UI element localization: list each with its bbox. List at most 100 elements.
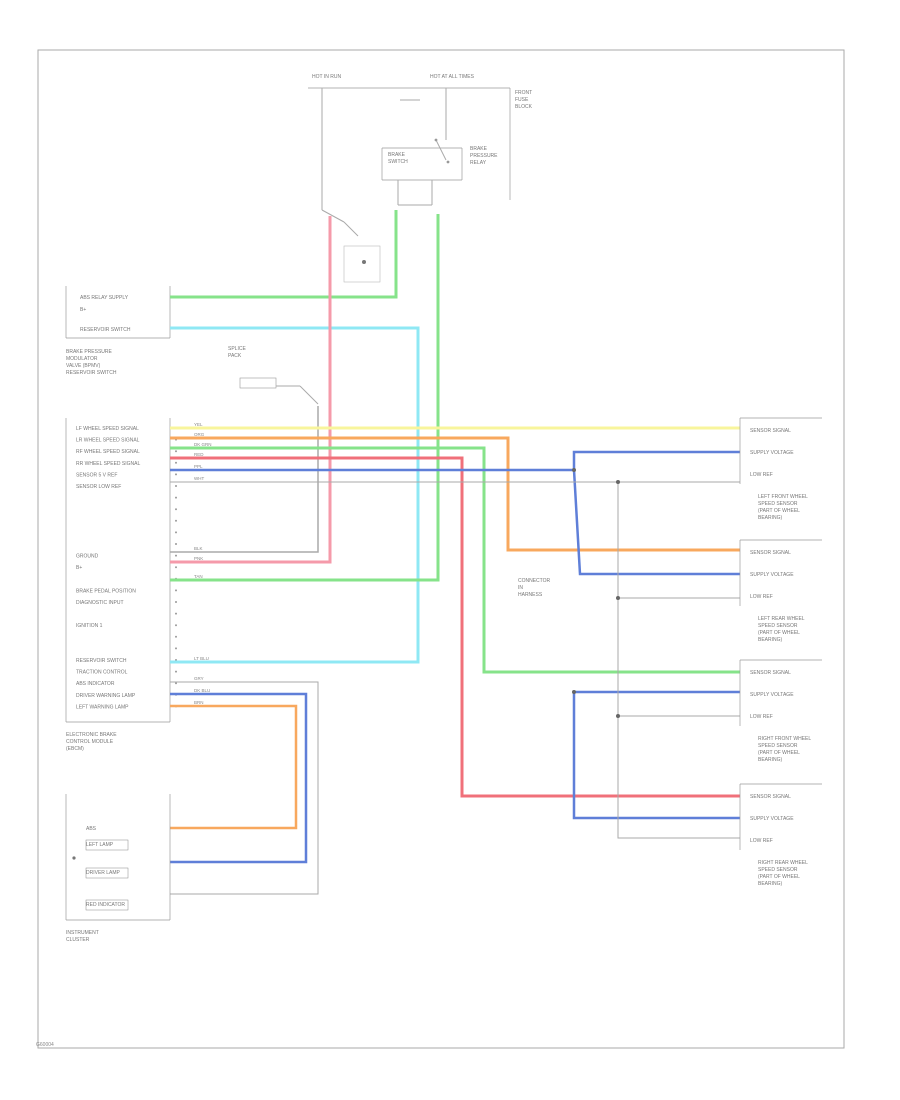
sensor-pin-label: LOW REF [750,714,773,720]
wheel-speed-sensor: SENSOR SIGNAL SUPPLY VOLTAGE LOW REF RIGHT … [739,659,822,763]
sensor-caption: BEARING) [758,515,783,521]
colored-wires [170,210,740,895]
ebcm-pin-terminal [175,485,177,487]
bpmv-pin-1: B+ [80,307,86,313]
ebcm-pin-terminal [175,635,177,638]
ebcm-pin-terminal [175,589,177,592]
instrument-cluster: ABS LEFT LAMP DRIVER LAMP RED INDICATOR … [65,794,171,943]
ebcm-pin-label: TRACTION CONTROL [76,670,128,676]
wire-orange-left [170,704,298,830]
ebcm-pin-label: LR WHEEL SPEED SIGNAL [76,438,140,444]
brake-pressure-relay: BRAKE PRESSURE RELAY [343,146,498,283]
sensor-pin-label: LOW REF [750,594,773,600]
ebcm-pin-terminal [175,508,177,511]
wire-green-bplus [170,210,398,299]
wheel-speed-sensors: SENSOR SIGNAL SUPPLY VOLTAGE LOW REF LEFT F… [739,417,822,887]
ebcm-pin-label: B+ [76,565,82,571]
cluster-caption-1: CLUSTER [66,937,90,943]
sensor-pin-label: LOW REF [750,838,773,844]
wire-green-rf [170,446,740,674]
ebcm-pin-terminal [175,612,177,615]
ebcm-pin-terminal [175,566,177,569]
ebcm-pin-label: RF WHEEL SPEED SIGNAL [76,449,140,455]
fuse-block-side-0: FRONT [515,90,532,96]
ebcm-pin-terminal [175,682,177,685]
wire-orange-lr [170,436,740,552]
fuse-block-label-left: HOT IN RUN [312,74,341,80]
bpmv-module: ABS RELAY SUPPLY B+ RESERVOIR SWITCH BRA… [65,286,171,376]
sensor-caption: BEARING) [758,881,783,887]
wire-color-labels: YEL ORG DK GRN RED BLK PNK TAN LT BLU DK… [194,422,212,705]
ebcm-pin-terminal [175,647,177,650]
ebcm-pin-label: IGNITION 1 [76,623,103,629]
fuse-block-side-2: BLOCK [515,104,533,110]
ebcm-pin-terminal [175,473,177,476]
brake-switch-label-1: SWITCH [388,159,408,165]
sensor-pin-label: SUPPLY VOLTAGE [750,816,794,822]
wire-label-ppl: PPL [194,464,203,469]
wire-green-ignition [170,214,440,582]
fuse-block: HOT IN RUN HOT AT ALL TIMES FRONT FUSE B… [308,74,533,210]
sensor-pin-label: SENSOR SIGNAL [750,670,791,676]
ebcm-pin-label: DIAGNOSTIC INPUT [76,600,124,606]
sensor-caption: BEARING) [758,637,783,643]
ebcm-pin-label: GROUND [76,554,99,560]
sensor-pin-label: SENSOR SIGNAL [750,794,791,800]
wire-label-red: RED [194,452,204,457]
sensor-pin-label: SENSOR SIGNAL [750,428,791,434]
wire-red-rr [170,456,740,798]
wire-label-yel: YEL [194,422,203,427]
sensor-caption: LEFT REAR WHEEL [758,616,805,622]
ebcm-pin-label: SENSOR 5 V REF [76,472,117,478]
relay-label-2: RELAY [470,160,487,166]
cluster-item-2: DRIVER LAMP [86,870,121,876]
cluster-item-3: RED INDICATOR [86,902,125,908]
cluster-item-0: ABS [86,826,97,832]
bpmv-pin-2: RESERVOIR SWITCH [80,327,131,333]
wire-blue-driver [170,692,308,864]
wire-blue-lr-supply [572,469,740,576]
wire-label-ltblu: LT BLU [194,656,209,661]
wire-cyan-reservoir [170,326,420,664]
cluster-caption-0: INSTRUMENT [66,930,99,936]
wheel-speed-sensor: SENSOR SIGNAL SUPPLY VOLTAGE LOW REF RIGHT … [739,783,822,887]
connector-note-2: HARNESS [518,592,543,598]
relay-label-0: BRAKE [470,146,488,152]
ebcm-caption-2: (EBCM) [66,746,84,752]
ebcm-module: LF WHEEL SPEED SIGNAL LR WHEEL SPEED SIGN… [65,418,177,752]
ebcm-pin-label: RR WHEEL SPEED SIGNAL [76,461,140,467]
ebcm-pin-terminal [175,496,177,499]
sensor-pin-label: SUPPLY VOLTAGE [750,692,794,698]
ebcm-pin-terminal [175,670,177,673]
wire-label-org: ORG [194,432,205,437]
diagram-border [37,49,845,1049]
wire-label-dkgrn: DK GRN [194,442,212,447]
sensor-caption: SPEED SENSOR [758,743,798,749]
wire-label-blk: BLK [194,546,203,551]
splice-pack-top: SPLICE PACK [228,346,319,405]
connector-note-1: IN [518,585,523,591]
wire-label-brn: BRN [194,700,204,705]
ebcm-pin-terminal [175,519,177,522]
ebcm-caption-0: ELECTRONIC BRAKE [66,732,117,738]
ebcm-pin-label: LF WHEEL SPEED SIGNAL [76,426,139,432]
ebcm-pin-label: ABS INDICATOR [76,681,115,687]
relay-label-1: PRESSURE [470,153,498,159]
cluster-item-1: LEFT LAMP [86,842,114,848]
sensor-caption: RIGHT REAR WHEEL [758,860,808,866]
sensor-caption: LEFT FRONT WHEEL [758,494,808,500]
wire-pink-bplus [170,216,332,564]
ebcm-caption-1: CONTROL MODULE [66,739,114,745]
sensor-caption: BEARING) [758,757,783,763]
wire-blue-rr-supply [572,692,740,820]
sensor-pin-label: LOW REF [750,472,773,478]
sensor-caption: SPEED SENSOR [758,501,798,507]
sensor-pin-label: SUPPLY VOLTAGE [750,572,794,578]
sensor-caption: RIGHT FRONT WHEEL [758,736,811,742]
ebcm-pin-terminal [175,461,177,464]
bpmv-caption-2: VALVE (BPMV) [66,363,101,369]
wire-label-pnk: PNK [194,556,203,561]
ebcm-pin-terminal [175,624,177,627]
sensor-pin-label: SENSOR SIGNAL [750,550,791,556]
